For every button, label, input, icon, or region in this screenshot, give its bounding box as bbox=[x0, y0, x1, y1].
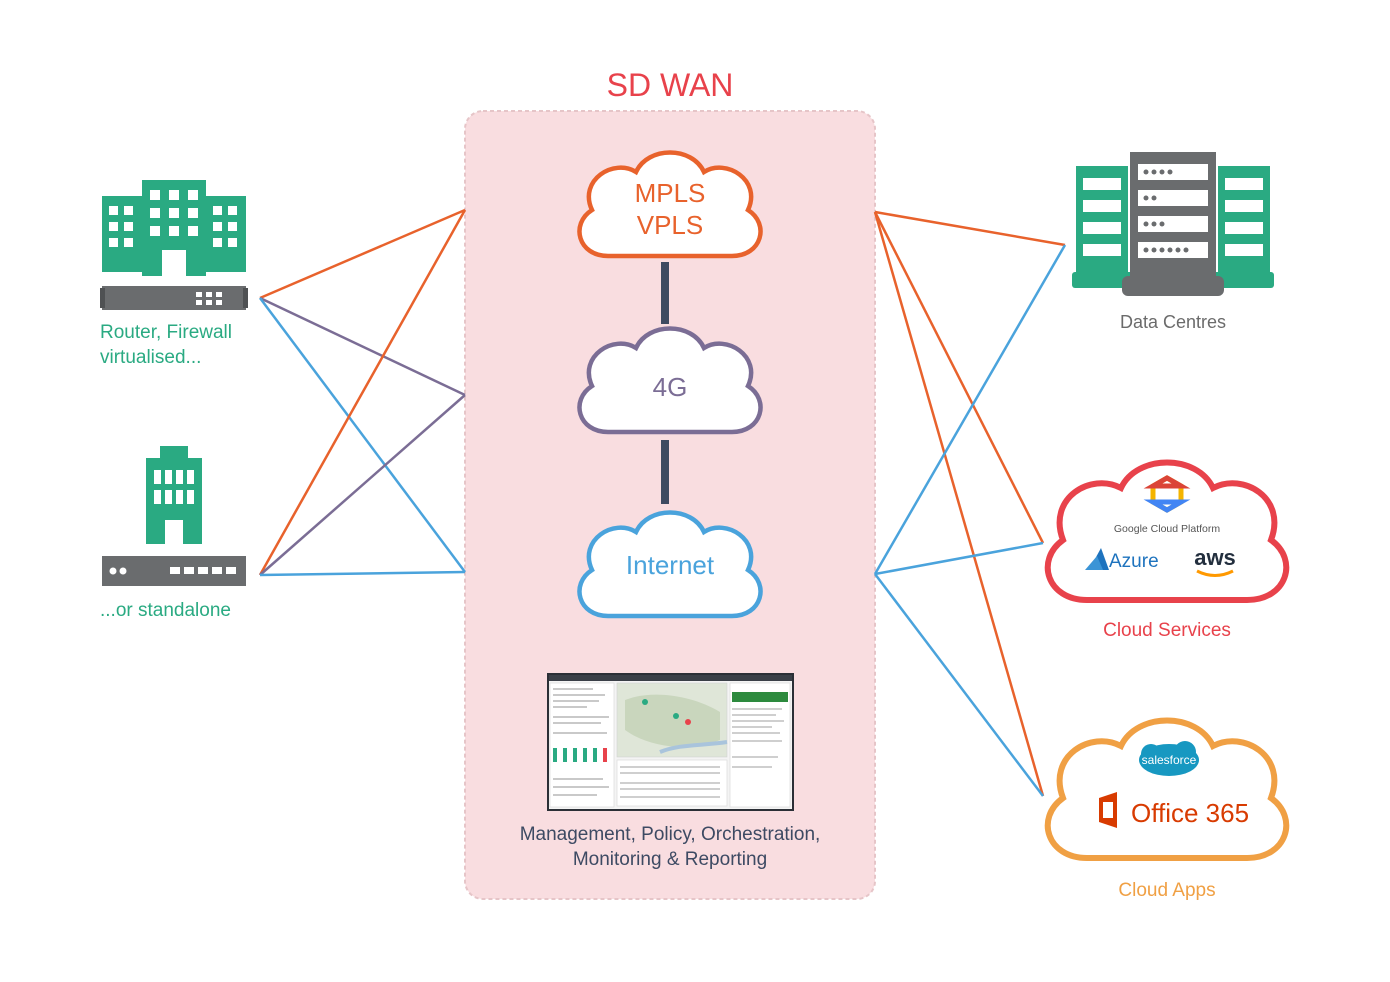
vpls-label: VPLS bbox=[637, 210, 704, 240]
link-internet-cloudapps bbox=[874, 573, 1044, 797]
link-internet-datacentres bbox=[873, 244, 1067, 575]
google-cloud-label: Google Cloud Platform bbox=[1114, 523, 1220, 535]
management-label-line2: Monitoring & Reporting bbox=[573, 849, 767, 870]
left-connections bbox=[258, 208, 467, 577]
data-centre-icon bbox=[1072, 152, 1274, 296]
internet-cloud: Internet bbox=[579, 513, 760, 617]
azure-label: Azure bbox=[1109, 551, 1159, 572]
link-branch-mpls bbox=[259, 208, 466, 300]
4g-label: 4G bbox=[653, 372, 688, 402]
standalone-device-icon bbox=[102, 556, 246, 586]
salesforce-label: salesforce bbox=[1142, 753, 1197, 767]
router-firewall-icon bbox=[100, 286, 248, 310]
aws-smile-icon bbox=[1196, 569, 1234, 577]
link-mpls-datacentres bbox=[874, 210, 1066, 247]
connector-4g-internet bbox=[661, 440, 669, 504]
aws-label: aws bbox=[1194, 545, 1236, 570]
salesforce-icon bbox=[1139, 741, 1199, 776]
diagram-title: SD WAN bbox=[607, 67, 734, 103]
datacentres-label: Data Centres bbox=[1120, 312, 1226, 332]
link-internet-cloudservices bbox=[874, 541, 1044, 576]
link-mpls-cloudapps bbox=[873, 211, 1045, 797]
internet-label: Internet bbox=[626, 550, 715, 580]
right-connections bbox=[873, 210, 1067, 797]
4g-cloud: 4G bbox=[579, 329, 760, 433]
office365-icon bbox=[1099, 792, 1117, 828]
branch-label-line2: virtualised... bbox=[100, 347, 201, 368]
azure-icon bbox=[1085, 548, 1109, 570]
link-standalone-4g bbox=[259, 394, 466, 576]
standalone-label: ...or standalone bbox=[100, 600, 231, 621]
management-label-line1: Management, Policy, Orchestration, bbox=[520, 824, 821, 845]
office365-label: Office 365 bbox=[1131, 798, 1249, 828]
mpls-label: MPLS bbox=[635, 178, 706, 208]
connector-mpls-4g bbox=[661, 262, 669, 324]
tower-building-icon bbox=[146, 446, 202, 544]
cloud-apps-label: Cloud Apps bbox=[1118, 880, 1215, 901]
cloud-services-cloud: Google Cloud Platform Azure aws bbox=[1048, 463, 1287, 601]
link-branch-internet bbox=[258, 297, 467, 573]
management-dashboard-thumbnail bbox=[547, 673, 794, 811]
google-cloud-icon bbox=[1143, 475, 1191, 513]
link-branch-4g bbox=[259, 296, 466, 397]
mpls-cloud: MPLS VPLS bbox=[579, 153, 760, 257]
cloud-apps-cloud: salesforce Office 365 bbox=[1048, 721, 1287, 859]
branch-label-line1: Router, Firewall bbox=[100, 322, 232, 343]
link-standalone-internet bbox=[259, 570, 466, 577]
cloud-services-label: Cloud Services bbox=[1103, 620, 1231, 641]
office-building-icon bbox=[102, 180, 246, 276]
link-mpls-cloudservices bbox=[873, 211, 1045, 544]
link-standalone-mpls bbox=[258, 209, 467, 576]
